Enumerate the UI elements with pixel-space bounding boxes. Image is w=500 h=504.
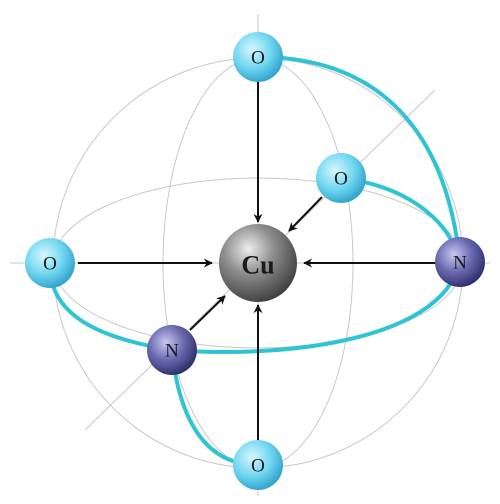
atom-label: N <box>165 341 179 362</box>
atom-o-top: O <box>233 32 283 82</box>
copper-label: Cu <box>241 251 274 280</box>
atom-o-left: O <box>25 238 75 288</box>
atom-label: O <box>334 169 348 190</box>
atom-label: O <box>43 254 57 275</box>
atom-label: O <box>251 48 265 69</box>
copper-atom: Cu <box>219 224 297 302</box>
coordination-bonds <box>78 82 437 440</box>
arrow-from-o-back <box>288 196 323 232</box>
atom-label: O <box>251 456 265 477</box>
atom-n-front: N <box>147 325 197 375</box>
atom-o-bottom: O <box>233 440 283 490</box>
atom-o-back: O <box>316 153 366 203</box>
atom-label: N <box>453 253 467 274</box>
atom-n-right: N <box>435 237 485 287</box>
arrow-from-n-front <box>189 295 226 331</box>
ring-o-top-to-n-right <box>256 55 462 264</box>
ring-n-right-to-n-front <box>170 260 462 355</box>
